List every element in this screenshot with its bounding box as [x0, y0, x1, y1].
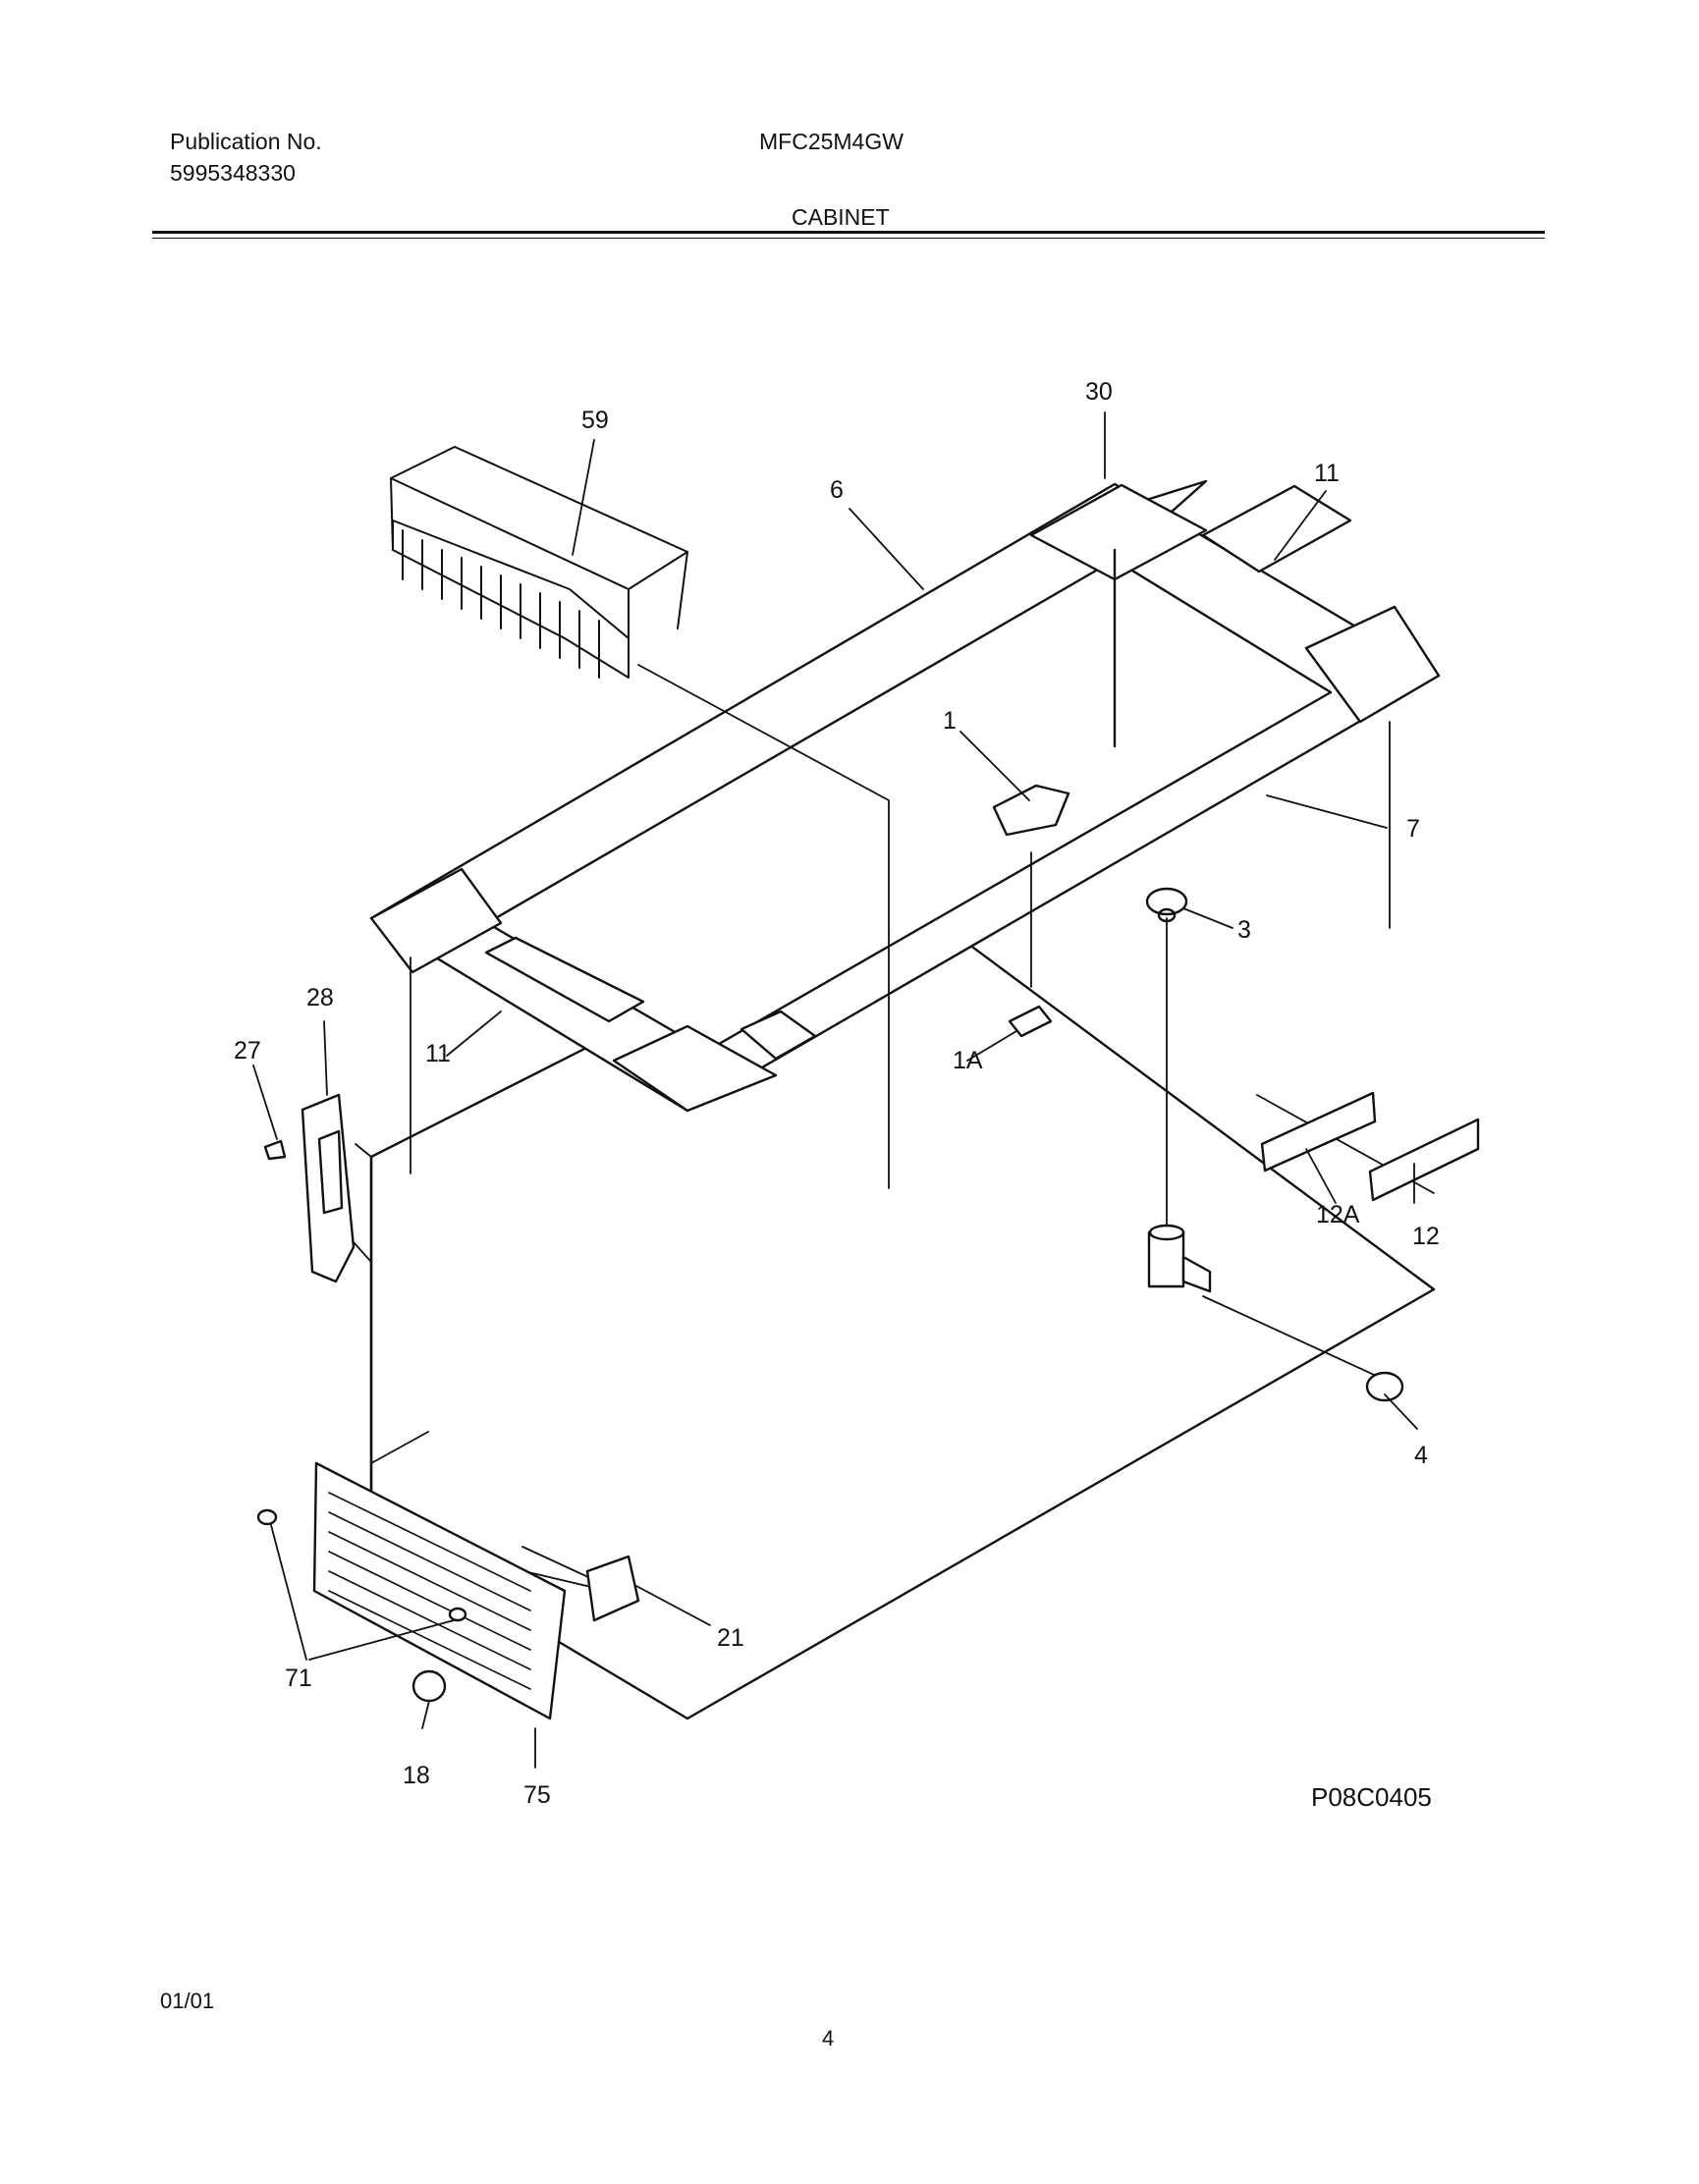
callout-3: 3: [1237, 916, 1251, 944]
callout-11-left: 11: [425, 1040, 451, 1067]
callout-7: 7: [1406, 815, 1420, 843]
publication-label: Publication No.: [170, 129, 322, 154]
callout-28: 28: [306, 984, 334, 1011]
part-1a-clip: [1008, 1005, 1053, 1038]
part-3-plug: [1145, 887, 1188, 923]
header-rule-thick: [152, 231, 1545, 234]
header-rule-thin: [152, 238, 1545, 239]
callout-12a: 12A: [1316, 1201, 1360, 1228]
callout-11-top: 11: [1314, 460, 1340, 487]
callout-21: 21: [717, 1624, 744, 1652]
callout-6: 6: [830, 476, 844, 504]
callout-12: 12: [1412, 1223, 1440, 1250]
part-1-bracket: [992, 784, 1070, 837]
callout-18: 18: [403, 1762, 430, 1789]
cabinet-top-frame: [369, 479, 1441, 1113]
leader-lines: [252, 411, 1418, 1769]
callout-75: 75: [523, 1781, 551, 1809]
part-12a-strip: [1260, 1091, 1377, 1173]
drain-tube: [1147, 1224, 1212, 1293]
wire-basket: [390, 446, 688, 679]
part-27-screw: [263, 1139, 287, 1161]
part-18-plug: [411, 1669, 447, 1703]
revision-date: 01/01: [160, 1989, 215, 2013]
page-number: 4: [822, 2026, 835, 2050]
part-28-hinge: [301, 1093, 356, 1283]
model-number: MFC25M4GW: [759, 129, 904, 154]
callout-71: 71: [285, 1665, 312, 1692]
diagram-code: P08C0405: [1311, 1782, 1432, 1812]
callout-1: 1: [943, 707, 957, 735]
callout-30: 30: [1085, 378, 1113, 406]
part-21-switch: [585, 1555, 640, 1622]
callouts: 59 30 6 11 1 7 3 28 27 11 1A 12A 12 4 21…: [234, 378, 1440, 1809]
section-title: CABINET: [792, 204, 890, 230]
part-4-drain-cap: [1365, 1371, 1404, 1402]
callout-27: 27: [234, 1037, 261, 1065]
part-12-strip: [1368, 1118, 1480, 1202]
part-75-grille: [312, 1461, 567, 1720]
callout-1a: 1A: [953, 1047, 983, 1074]
callout-4: 4: [1414, 1442, 1428, 1469]
callout-59: 59: [581, 407, 609, 434]
publication-number: 5995348330: [170, 160, 296, 186]
part-71-screws: [256, 1508, 467, 1622]
